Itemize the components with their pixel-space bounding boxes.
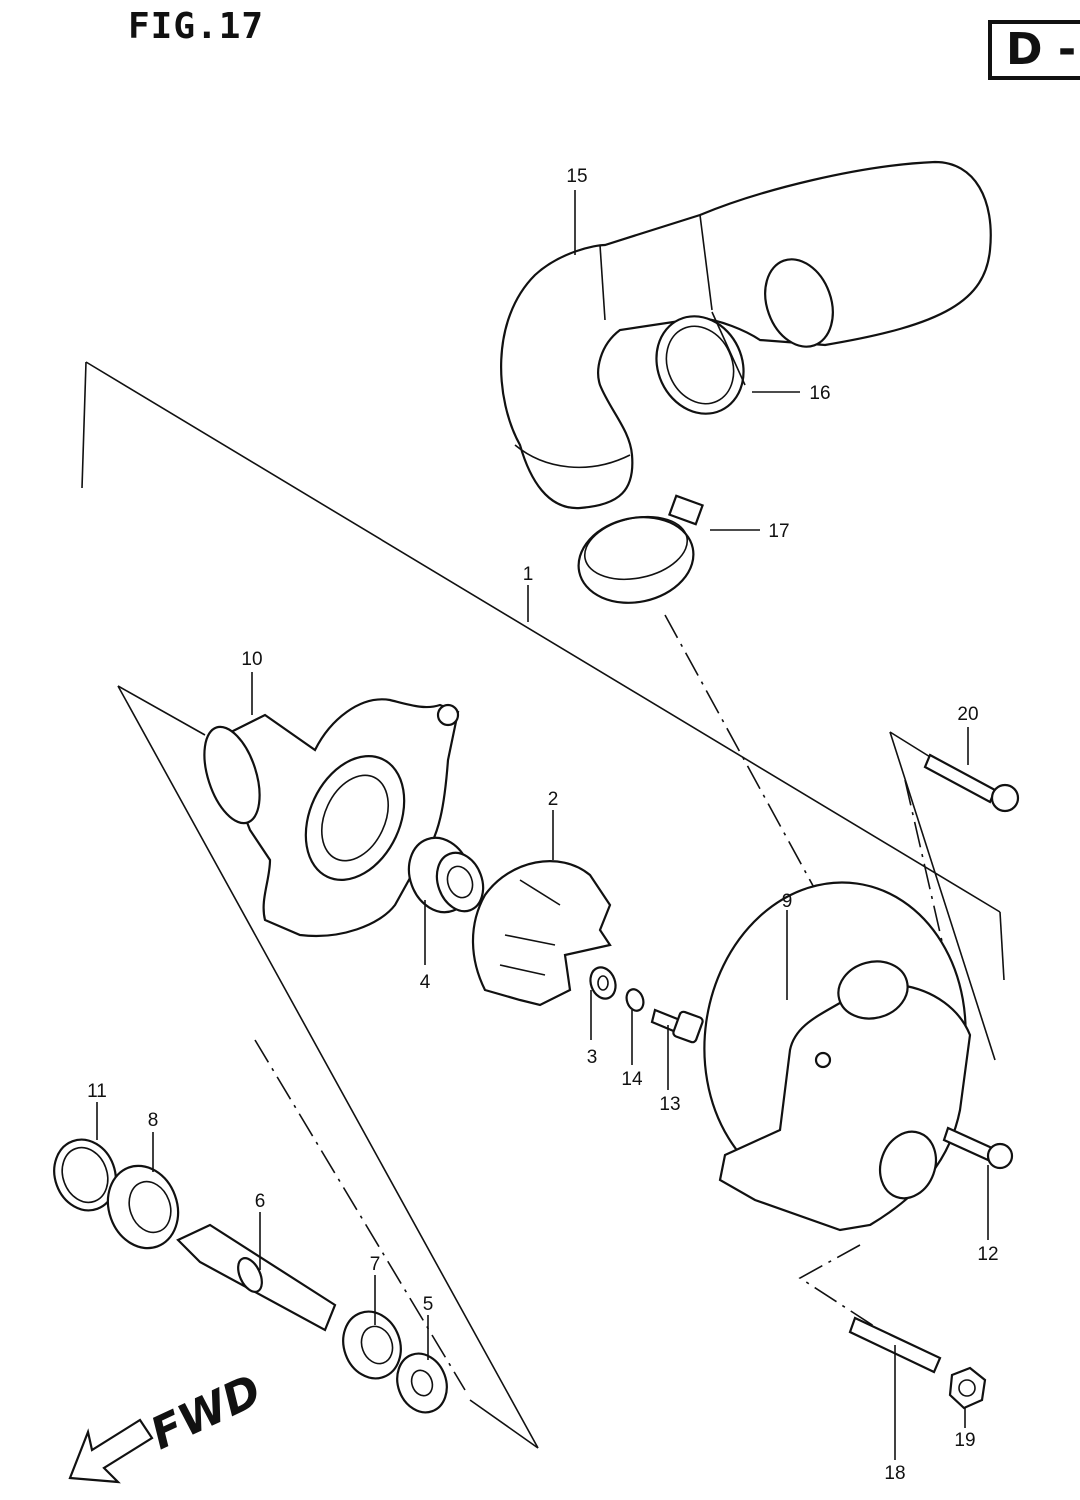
callout-3: 3 [587, 1047, 598, 1068]
callout-13: 13 [659, 1094, 680, 1115]
pump-shaft [176, 1223, 337, 1332]
stud-alignment-line [798, 1244, 881, 1331]
pump-cover [703, 881, 972, 1232]
callout-8: 8 [148, 1110, 159, 1131]
mechanical-seal [407, 836, 485, 914]
callout-labels: 1 2 3 4 5 6 7 8 9 10 11 12 13 14 15 16 1… [87, 166, 998, 1484]
callout-2: 2 [548, 789, 559, 810]
assembly-bracket-10 [117, 685, 539, 1449]
impeller [471, 860, 612, 1007]
callout-18: 18 [884, 1463, 905, 1484]
hose-clamp-small [577, 494, 704, 604]
forward-arrow-icon [68, 1418, 154, 1484]
section-box: D - [988, 20, 1080, 80]
callout-5: 5 [423, 1294, 434, 1315]
pump-body [203, 698, 460, 937]
cover-screw [942, 1126, 1014, 1170]
fwd-label: FWD [143, 1365, 269, 1460]
callout-4: 4 [420, 972, 431, 993]
nut [948, 1366, 987, 1410]
impeller-bolt [650, 1008, 704, 1044]
hose-clamp-large [655, 311, 746, 415]
screw [923, 753, 1020, 813]
callout-19: 19 [954, 1430, 975, 1451]
leader-lines [96, 190, 989, 1460]
washer [589, 966, 617, 1000]
figure-title: FIG.17 [128, 6, 265, 47]
water-hose [500, 160, 992, 510]
assembly-bracket-20 [889, 731, 996, 1061]
callout-1: 1 [523, 564, 534, 585]
circlip [53, 1138, 117, 1212]
callout-11: 11 [87, 1081, 107, 1102]
callout-15: 15 [566, 166, 587, 187]
callout-14: 14 [621, 1069, 643, 1090]
callout-16: 16 [809, 383, 830, 404]
callout-20: 20 [957, 704, 978, 725]
bearing-large [106, 1164, 180, 1250]
oil-seal [396, 1352, 448, 1414]
callout-7: 7 [370, 1254, 381, 1275]
shaft-alignment-line [254, 1039, 466, 1391]
callout-6: 6 [255, 1191, 266, 1212]
callout-12: 12 [977, 1244, 998, 1265]
callout-17: 17 [768, 521, 789, 542]
callout-9: 9 [782, 891, 793, 912]
small-washer [625, 988, 645, 1012]
callout-10: 10 [241, 649, 262, 670]
bearing-small [342, 1310, 402, 1380]
assembly-bracket-1 [81, 361, 1005, 981]
